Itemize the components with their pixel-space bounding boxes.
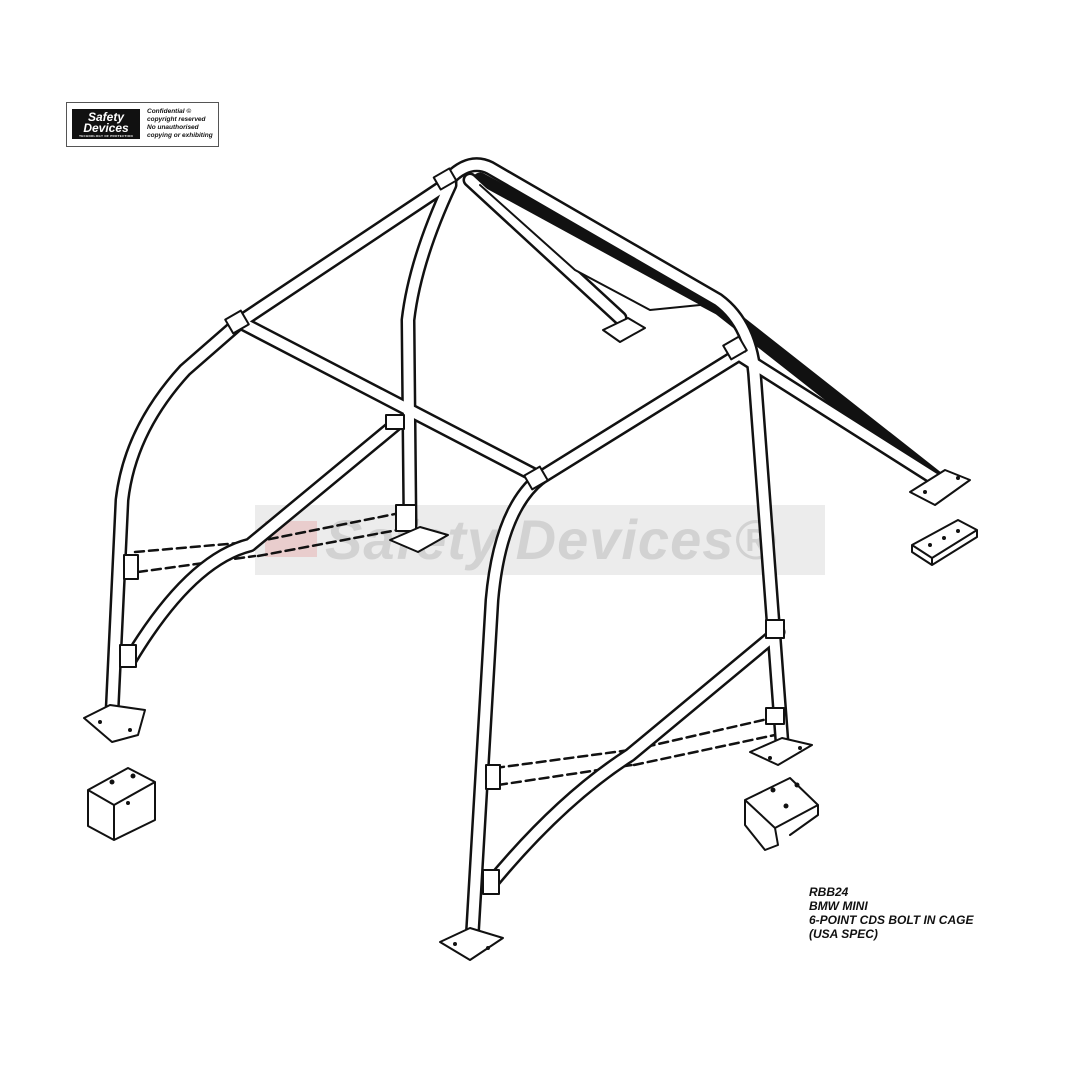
foot-plates bbox=[83, 317, 971, 961]
tube-fills bbox=[112, 165, 945, 940]
clamps bbox=[119, 167, 785, 895]
bolt-holes bbox=[98, 476, 960, 950]
notice-line: Confidential © bbox=[147, 108, 192, 115]
notice-line: copyright reserved bbox=[147, 116, 206, 123]
caption-description: 6-POINT CDS BOLT IN CAGE bbox=[809, 913, 974, 927]
caption-code: RBB24 bbox=[809, 885, 849, 899]
notice-line: copying or exhibiting bbox=[147, 132, 213, 139]
loose-blocks bbox=[87, 519, 978, 851]
safety-devices-logo: Safety Devices TECHNOLOGY OF PROTECTION … bbox=[66, 102, 219, 147]
drawing-caption: RBB24 BMW MINI 6-POINT CDS BOLT IN CAGE … bbox=[809, 885, 973, 941]
notice-line: No unauthorised bbox=[147, 124, 199, 131]
logo-tagline: TECHNOLOGY OF PROTECTION bbox=[79, 134, 133, 138]
dashed-door-bars bbox=[133, 510, 777, 787]
caption-spec: (USA SPEC) bbox=[809, 927, 878, 941]
copyright-notice: Confidential © copyright reserved No una… bbox=[147, 108, 213, 140]
logo-brand-line1: Safety bbox=[87, 110, 125, 124]
logo-brand-block: Safety Devices TECHNOLOGY OF PROTECTION bbox=[72, 109, 140, 139]
caption-model: BMW MINI bbox=[809, 899, 868, 913]
roof-diagonal-brace bbox=[479, 184, 701, 311]
logo-brand-line2: Devices bbox=[83, 121, 129, 135]
